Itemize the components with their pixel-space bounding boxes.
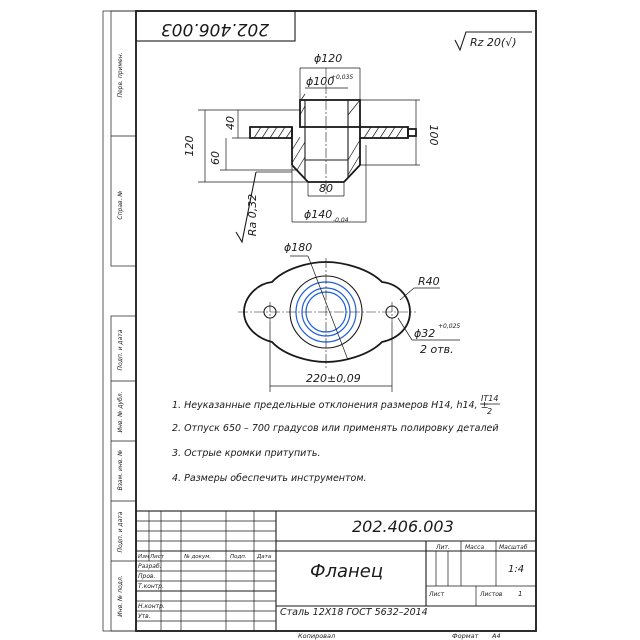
- roughness-general-text: Rz 20(√): [470, 36, 517, 49]
- footer-copied: Копировал: [298, 632, 335, 640]
- strip-label-replace: Взам. инв. №: [117, 450, 124, 491]
- dim-d100-tol: +0,035: [331, 74, 353, 81]
- dim-h60: 60: [209, 151, 222, 165]
- dim-d100: ϕ100: [306, 75, 334, 88]
- dim-d32-tol: +0,025: [438, 323, 460, 330]
- strip-label-first-use: Перв. примен.: [117, 52, 124, 97]
- sheets-label: Листов: [479, 591, 503, 598]
- role-checker: Пров.: [138, 573, 156, 580]
- footer-format: Формат: [452, 632, 479, 640]
- col-scale: Масштаб: [499, 544, 528, 551]
- role-approved: Утв.: [138, 613, 151, 620]
- role-tcontrol: Т.контр.: [138, 583, 164, 590]
- dim-r40: R40: [418, 275, 440, 288]
- title-name: Фланец: [310, 561, 383, 582]
- dim-w80: 80: [319, 182, 333, 195]
- scale-value: 1:4: [508, 564, 524, 575]
- dim-h120: 120: [183, 136, 196, 157]
- title-number: 202.406.003: [352, 517, 454, 536]
- col-mass: Масса: [465, 544, 484, 551]
- dim-holes-count: 2 отв.: [420, 343, 454, 356]
- dim-h100: 100: [427, 125, 440, 146]
- outer-frame: [102, 10, 537, 632]
- dim-d140: ϕ140: [304, 208, 332, 221]
- roughness-local-text: Ra 0,32: [246, 194, 259, 236]
- section-view: ϕ120 ϕ100 +0,035 120 40 60 100 80 ϕ140 -…: [183, 52, 440, 244]
- dim-d180: ϕ180: [284, 241, 312, 254]
- mirrored-number-box: 202.406.003: [135, 10, 296, 42]
- header-rev: Изм: [138, 554, 149, 560]
- inner-frame: [135, 10, 537, 632]
- strip-label-sign-date-1: Подп. и дата: [117, 329, 124, 370]
- mirrored-drawing-number: 202.406.003: [161, 19, 269, 39]
- technical-notes: 1. Неуказанные предельные отклонения раз…: [172, 394, 500, 484]
- note-1-fraction-num: IT14: [481, 394, 498, 403]
- dim-span-220: 220±0,09: [306, 372, 361, 385]
- note-2: 2. Отпуск 650 – 700 градусов или применя…: [172, 423, 499, 434]
- dim-d32: ϕ32: [414, 327, 435, 340]
- dim-d140-tol: -0,04: [333, 217, 349, 224]
- strip-label-sign-date-2: Подп. и дата: [117, 511, 124, 552]
- note-3: 3. Острые кромки притупить.: [172, 448, 321, 459]
- header-date: Дата: [256, 554, 272, 560]
- note-1: 1. Неуказанные предельные отклонения раз…: [172, 400, 489, 411]
- role-developer: Разраб.: [138, 563, 162, 570]
- title-material: Сталь 12Х18 ГОСТ 5632–2014: [280, 607, 428, 618]
- strip-label-ref: Справ. №: [117, 190, 124, 219]
- header-sign: Подп.: [230, 554, 247, 560]
- sheets-value: 1: [518, 590, 522, 598]
- header-docnum: № докум.: [183, 554, 211, 560]
- plan-view: ϕ180 R40 ϕ32 +0,025 2 отв. 220±0,09: [238, 241, 460, 392]
- dim-h40: 40: [224, 116, 237, 130]
- dim-d120: ϕ120: [314, 52, 342, 65]
- role-ncontrol: Н.контр.: [138, 603, 165, 610]
- left-strip: Перв. примен. Справ. № Подп. и дата Инв.…: [110, 10, 137, 632]
- note-1-fraction-den: 2: [487, 407, 492, 416]
- strip-label-dup: Инв. № дубл.: [117, 391, 124, 432]
- sheet-label: Лист: [428, 591, 445, 598]
- footer-format-value: А4: [491, 632, 501, 640]
- note-4: 4. Размеры обеспечить инструментом.: [172, 473, 367, 484]
- col-lit: Лит.: [435, 544, 450, 551]
- strip-label-orig: Инв. № подл.: [117, 575, 124, 616]
- roughness-general: Rz 20(√): [454, 31, 532, 52]
- header-sheet: Лист: [149, 554, 165, 560]
- title-block: 202.406.003 Фланец Сталь 12Х18 ГОСТ 5632…: [135, 510, 537, 632]
